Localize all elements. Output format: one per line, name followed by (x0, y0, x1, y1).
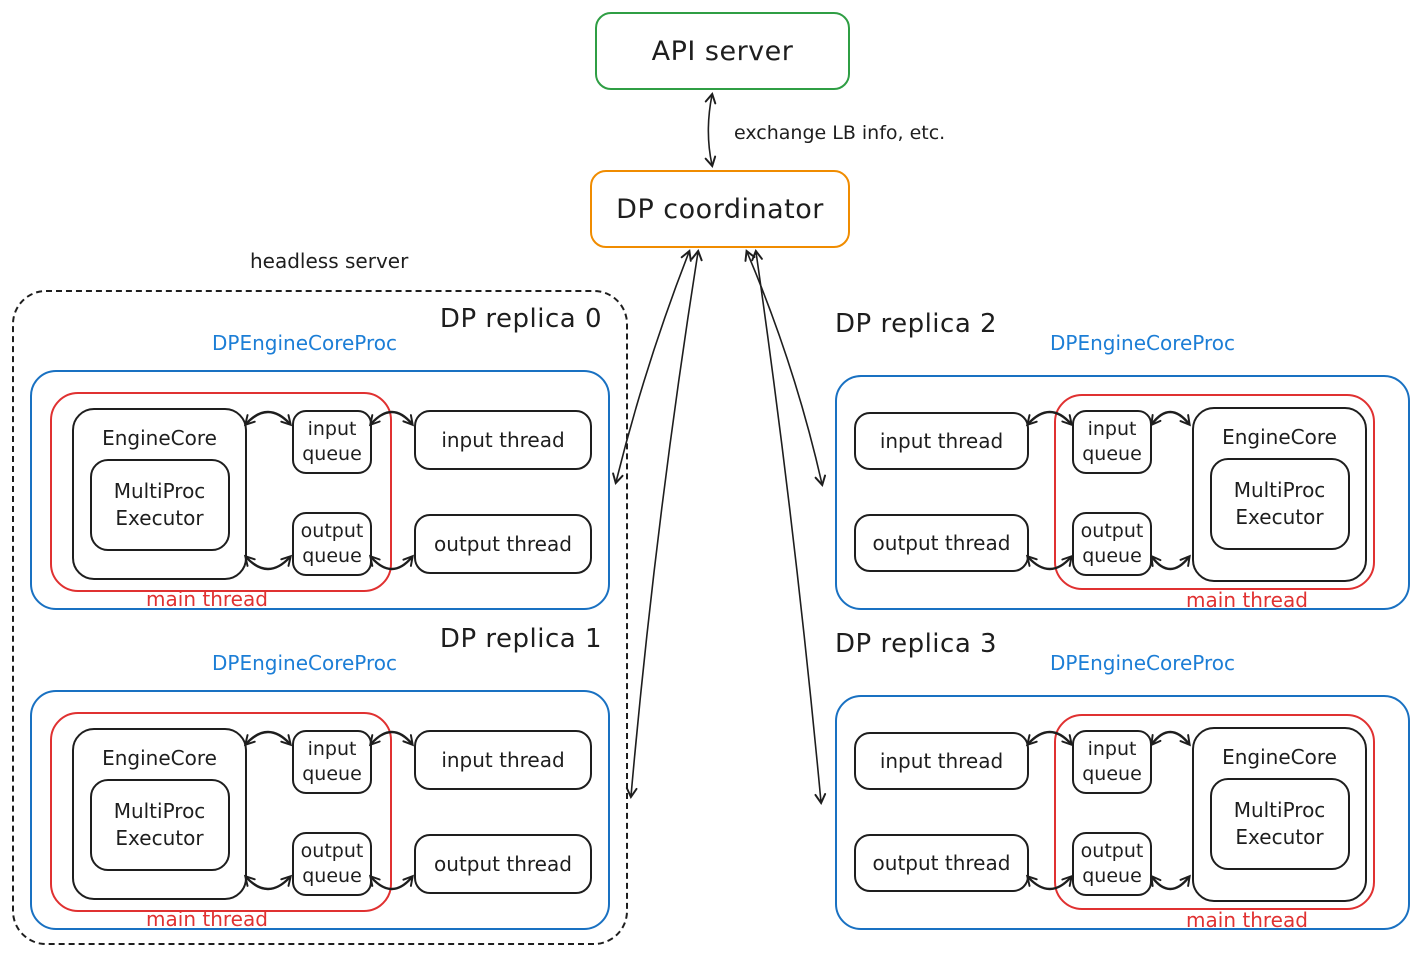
main-thread-label: main thread (146, 907, 268, 931)
dpenginecoreproc-boundary: input thread output thread input queue o… (835, 695, 1410, 932)
enginecore-box: EngineCore MultiProc Executor (1192, 727, 1367, 902)
dpenginecoreproc-label: DPEngineCoreProc (212, 331, 398, 355)
api-server-label: API server (651, 35, 794, 67)
main-thread-label: main thread (146, 587, 268, 611)
multiproc-executor-box: MultiProc Executor (1209, 778, 1350, 870)
dp-replica-3: DP replica 3 DPEngineCoreProc input thre… (820, 625, 1420, 945)
dpenginecoreproc-label: DPEngineCoreProc (1050, 651, 1236, 675)
input-queue-box: input queue (292, 730, 372, 794)
dp-coordinator-label: DP coordinator (616, 193, 824, 225)
edge-coordinator-replica-2 (744, 249, 827, 487)
headless-server-label: headless server (250, 249, 409, 273)
replica-title: DP replica 0 (439, 304, 602, 334)
output-thread-box: output thread (854, 514, 1029, 572)
api-coordinator-edge-label: exchange LB info, etc. (734, 122, 946, 144)
main-thread-boundary (1054, 394, 1375, 590)
enginecore-label: EngineCore (102, 426, 217, 450)
main-thread-boundary (1054, 714, 1375, 910)
dpenginecoreproc-label: DPEngineCoreProc (212, 651, 398, 675)
main-thread-label: main thread (1186, 908, 1308, 932)
edge-api-coordinator (704, 91, 717, 169)
output-queue-box: output queue (1072, 512, 1152, 576)
multiproc-executor-box: MultiProc Executor (89, 779, 230, 871)
enginecore-box: EngineCore MultiProc Executor (72, 728, 247, 900)
replica-title: DP replica 3 (835, 629, 998, 659)
dpenginecoreproc-boundary: EngineCore MultiProc Executor input queu… (30, 370, 610, 611)
input-thread-box: input thread (414, 410, 592, 470)
output-queue-box: output queue (292, 832, 372, 896)
input-queue-box: input queue (1072, 410, 1152, 474)
input-thread-box: input thread (854, 412, 1029, 470)
output-thread-box: output thread (414, 514, 592, 574)
replica-title: DP replica 1 (439, 624, 602, 654)
output-thread-box: output thread (854, 834, 1029, 892)
edge-coordinator-replica-1 (625, 248, 703, 800)
input-thread-box: input thread (854, 732, 1029, 790)
replica-title: DP replica 2 (835, 309, 998, 339)
enginecore-label: EngineCore (102, 746, 217, 770)
main-thread-boundary (50, 712, 392, 912)
dp-coordinator-node: DP coordinator (590, 170, 850, 248)
main-thread-boundary (50, 392, 392, 592)
enginecore-label: EngineCore (1222, 425, 1337, 449)
input-queue-box: input queue (1072, 730, 1152, 794)
multiproc-executor-box: MultiProc Executor (89, 459, 230, 551)
output-thread-box: output thread (414, 834, 592, 894)
dpenginecoreproc-boundary: EngineCore MultiProc Executor input queu… (30, 690, 610, 931)
output-queue-box: output queue (1072, 832, 1152, 896)
dpenginecoreproc-boundary: input thread output thread input queue o… (835, 375, 1410, 612)
enginecore-label: EngineCore (1222, 745, 1337, 769)
main-thread-label: main thread (1186, 588, 1308, 612)
multiproc-executor-box: MultiProc Executor (1209, 458, 1350, 550)
enginecore-box: EngineCore MultiProc Executor (1192, 407, 1367, 582)
input-queue-box: input queue (292, 410, 372, 474)
api-server-node: API server (595, 12, 850, 90)
dp-replica-2: DP replica 2 DPEngineCoreProc input thre… (820, 305, 1420, 625)
dpenginecoreproc-label: DPEngineCoreProc (1050, 331, 1236, 355)
enginecore-box: EngineCore MultiProc Executor (72, 408, 247, 580)
dp-replica-0: DP replica 0 DPEngineCoreProc EngineCore… (0, 300, 620, 620)
edge-coordinator-replica-3 (751, 248, 827, 806)
input-thread-box: input thread (414, 730, 592, 790)
output-queue-box: output queue (292, 512, 372, 576)
dp-replica-1: DP replica 1 DPEngineCoreProc EngineCore… (0, 620, 620, 940)
